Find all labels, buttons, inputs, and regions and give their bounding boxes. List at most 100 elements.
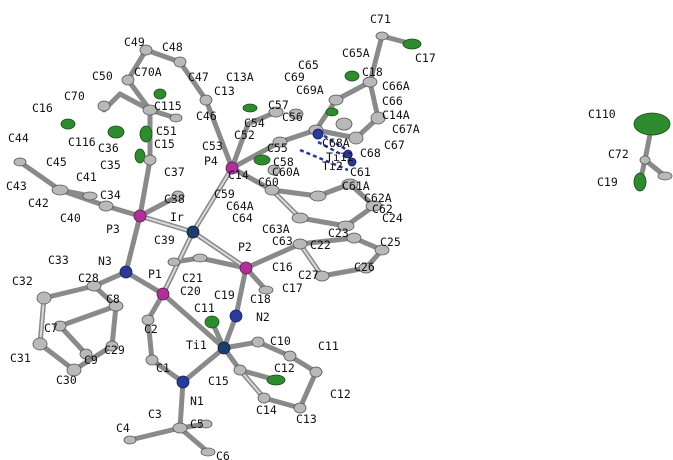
label-c13b: C13 (296, 412, 317, 426)
label-c41: C41 (76, 170, 97, 184)
label-c44: C44 (8, 131, 29, 145)
label-c14a: C14A (382, 108, 410, 122)
label-p1: P1 (148, 267, 162, 281)
label-c68a: C68A (322, 136, 350, 150)
label-n3: N3 (98, 254, 112, 268)
label-n2: N2 (256, 310, 270, 324)
label-c68: C68 (360, 146, 381, 160)
label-c21: C21 (182, 271, 203, 285)
label-c65a: C65A (342, 46, 370, 60)
label-c35: C35 (100, 158, 121, 172)
label-c14: C14 (228, 168, 249, 182)
label-c6: C6 (216, 449, 230, 460)
label-c28: C28 (78, 271, 99, 285)
label-c1: C1 (156, 361, 170, 375)
label-c58: C58 (273, 155, 294, 169)
label-c64: C64 (232, 211, 253, 225)
label-c70: C70 (64, 89, 85, 103)
label-c31: C31 (10, 351, 31, 365)
label-c22: C22 (310, 238, 331, 252)
label-c60: C60 (258, 175, 279, 189)
label-c43: C43 (6, 179, 27, 193)
label-c63a: C63A (262, 222, 290, 236)
label-c67a: C67A (392, 122, 420, 136)
label-c24: C24 (382, 211, 403, 225)
label-c27: C27 (298, 268, 319, 282)
label-c3: C3 (148, 407, 162, 421)
label-c54: C54 (244, 116, 265, 130)
label-c32: C32 (12, 274, 33, 288)
label-c61a: C61A (342, 179, 370, 193)
label-c5: C5 (190, 417, 204, 431)
label-c38: C38 (164, 192, 185, 206)
label-c64a: C64A (226, 199, 254, 213)
label-c63: C63 (272, 234, 293, 248)
label-c47: C47 (188, 70, 209, 84)
label-c15b: C15 (208, 374, 229, 388)
label-c42: C42 (28, 196, 49, 210)
label-c66: C66 (382, 94, 403, 108)
label-c62a: C62A (364, 191, 392, 205)
label-c66a: C66A (382, 79, 410, 93)
label-c59: C59 (214, 187, 235, 201)
label-c61: C61 (350, 165, 371, 179)
label-c12b: C12 (330, 387, 351, 401)
label-ti12: Ti12 (326, 150, 354, 164)
label-c45: C45 (46, 155, 67, 169)
label-c18b: C18 (250, 292, 271, 306)
label-c16b: C16 (272, 260, 293, 274)
label-c53: C53 (202, 139, 223, 153)
label-c11: C11 (194, 301, 215, 315)
label-c33: C33 (48, 253, 69, 267)
atom-labels: C71 C17 C65A C18 C66A C66 C14A C67A C67 … (6, 12, 629, 460)
disorder-bonds (299, 130, 353, 172)
label-c16: C16 (32, 101, 53, 115)
label-c15: C15 (154, 137, 175, 151)
label-c51: C51 (156, 124, 177, 138)
label-c69a: C69A (296, 83, 324, 97)
label-c116: C116 (68, 135, 96, 149)
label-c36: C36 (98, 141, 119, 155)
label-c8: C8 (106, 292, 120, 306)
label-c12: C12 (274, 361, 295, 375)
label-c30: C30 (56, 373, 77, 387)
label-c34: C34 (100, 188, 121, 202)
label-c67: C67 (384, 138, 405, 152)
label-c11b: C11 (318, 339, 339, 353)
label-c37: C37 (164, 165, 185, 179)
label-c17b: C17 (282, 281, 303, 295)
label-c17: C17 (415, 51, 436, 65)
label-c9: C9 (84, 353, 98, 367)
label-p4: P4 (204, 154, 218, 168)
label-c40: C40 (60, 211, 81, 225)
label-c23: C23 (328, 226, 349, 240)
atom-ellipsoids (13, 31, 673, 457)
label-c7: C7 (44, 321, 58, 335)
label-c62: C62 (372, 202, 393, 216)
label-c48: C48 (162, 40, 183, 54)
label-c49: C49 (124, 35, 145, 49)
label-c39: C39 (154, 233, 175, 247)
label-ti1: Ti1 (186, 338, 207, 352)
label-n1: N1 (190, 394, 204, 408)
label-c72: C72 (608, 147, 629, 161)
label-p2: P2 (238, 240, 252, 254)
label-c26: C26 (354, 260, 375, 274)
label-c19b: C19 (597, 175, 618, 189)
label-c69: C69 (284, 70, 305, 84)
label-c70a: C70A (134, 65, 162, 79)
label-c52: C52 (234, 128, 255, 142)
label-c13a: C13A (226, 70, 254, 84)
label-c19: C19 (214, 288, 235, 302)
label-c56: C56 (282, 110, 303, 124)
label-c110: C110 (588, 107, 616, 121)
label-c10: C10 (270, 334, 291, 348)
label-c14b: C14 (256, 403, 277, 417)
label-c4: C4 (116, 421, 130, 435)
label-c71: C71 (370, 12, 391, 26)
label-c46: C46 (196, 109, 217, 123)
label-c18: C18 (362, 65, 383, 79)
label-c25: C25 (380, 235, 401, 249)
label-c29: C29 (104, 343, 125, 357)
